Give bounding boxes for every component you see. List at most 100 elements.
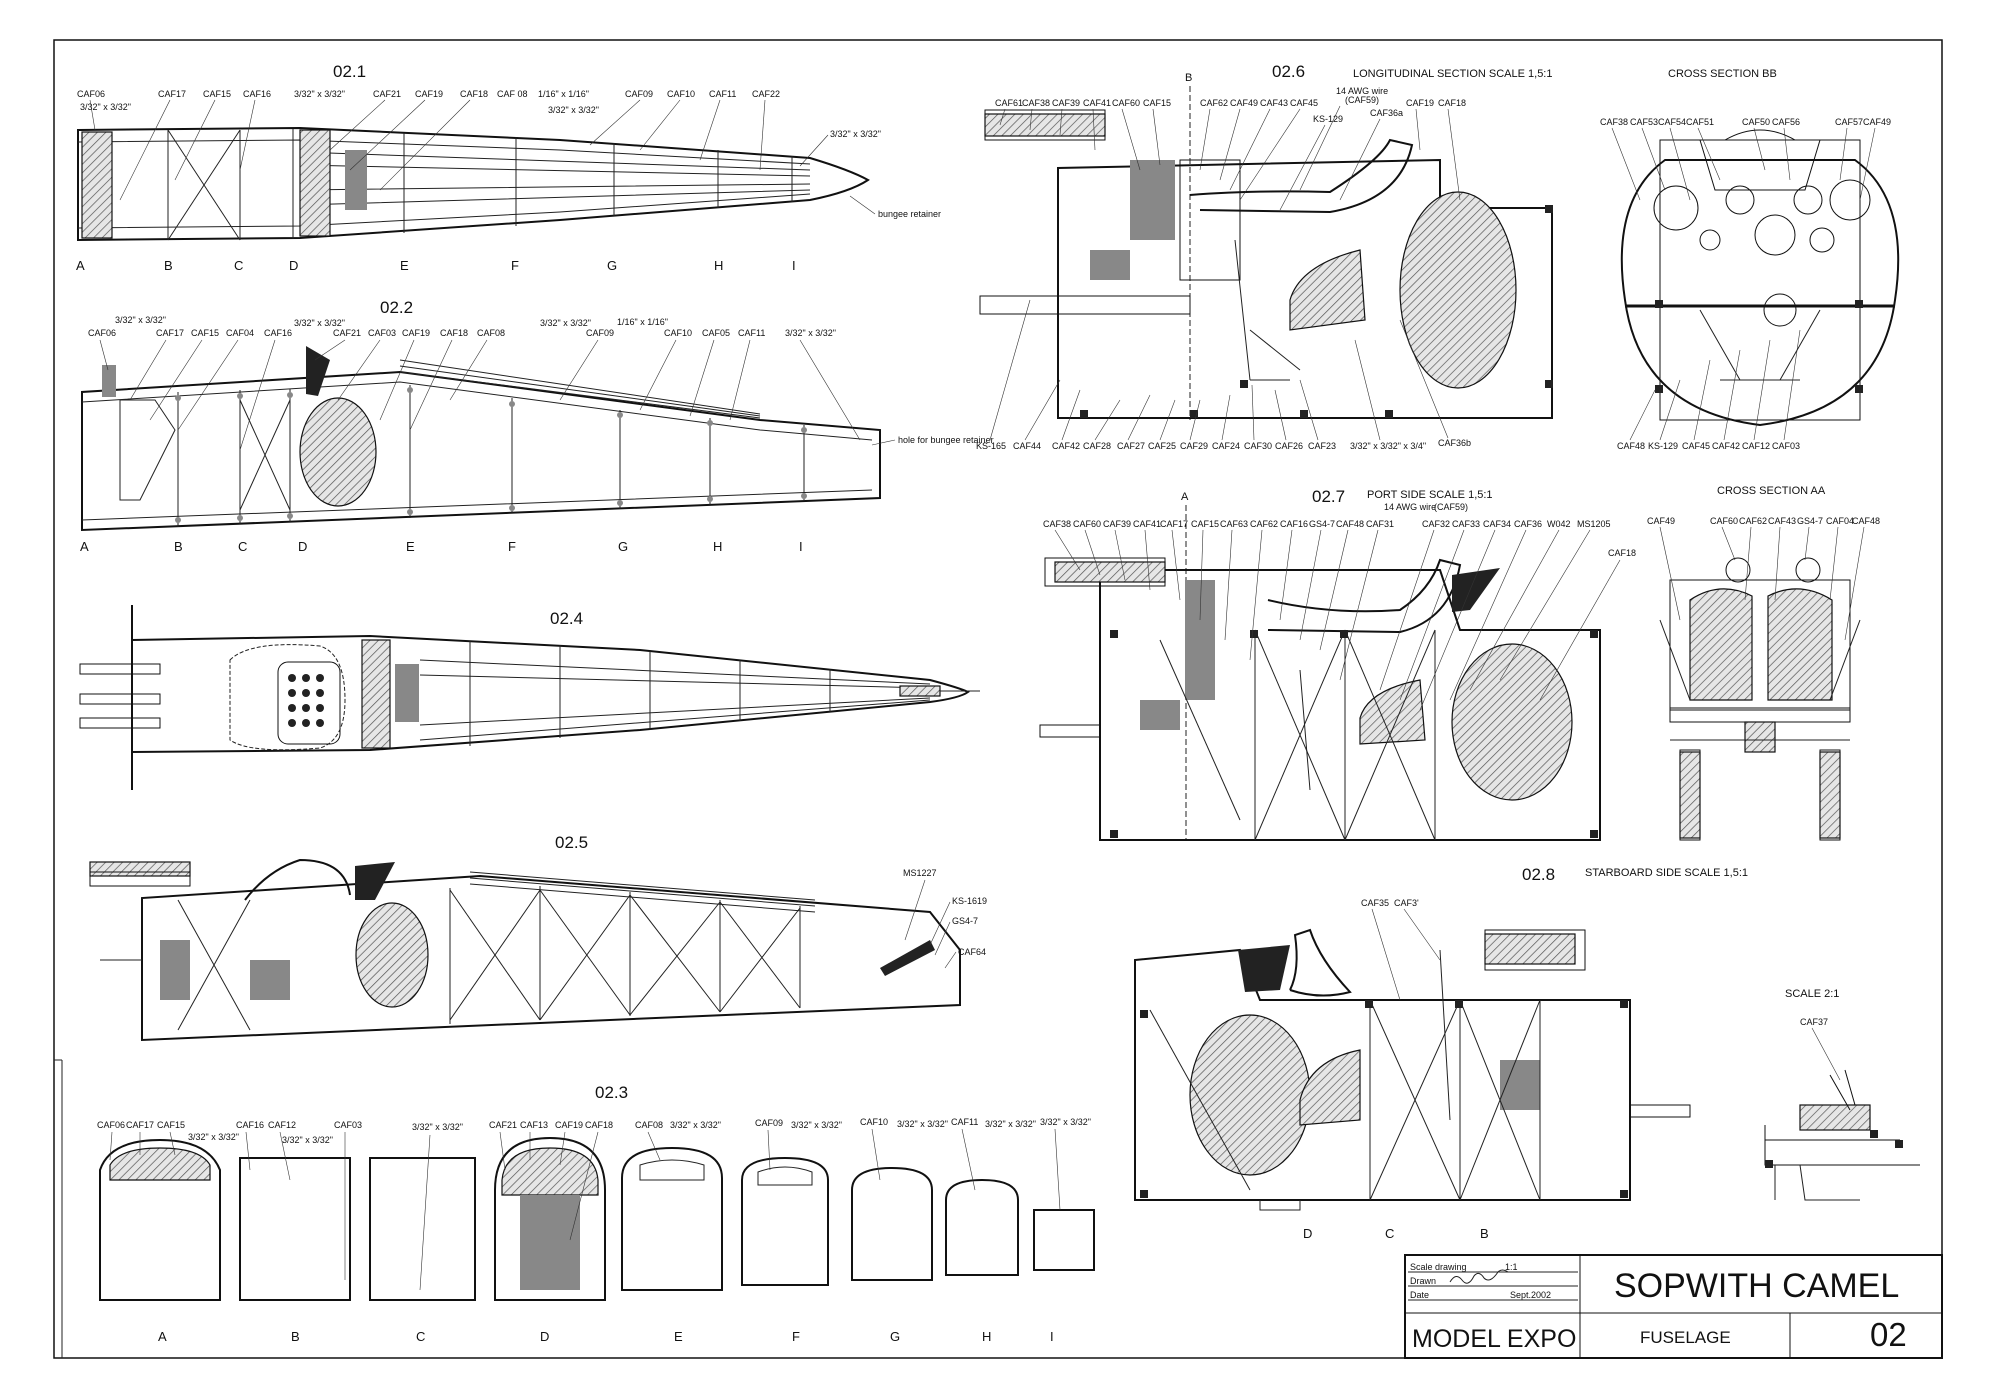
part-label: CAF18 (585, 1120, 613, 1130)
part-label: CAF50 (1742, 117, 1770, 127)
part-label: CAF35 (1361, 898, 1389, 908)
part-label: CAF57 (1835, 117, 1863, 127)
view-title: 02.8 (1522, 865, 1555, 884)
view-02-8: 02.8 STARBOARD SIDE SCALE 1,5:1 CAF35 CA… (1134, 865, 1748, 1241)
part-label: CAF19 (1406, 98, 1434, 108)
part-label: CAF15 (1191, 519, 1219, 529)
wire-label: 14 AWG wire (1384, 502, 1436, 512)
station-label: D (289, 258, 298, 273)
view-title: 02.5 (555, 833, 588, 852)
part-label: KS-129 (1648, 441, 1678, 451)
section-marker: A (1181, 491, 1189, 503)
part-label: CAF03 (1772, 441, 1800, 451)
part-label: CAF62 (1250, 519, 1278, 529)
part-label: CAF06 (77, 89, 105, 99)
part-label: CAF49 (1863, 117, 1891, 127)
drawn-signature (1449, 1269, 1509, 1284)
part-label: CAF24 (1212, 441, 1240, 451)
part-label: 3/32" x 3/32" (294, 89, 345, 99)
part-label: CAF31 (1366, 519, 1394, 529)
view-02-7: 02.7 PORT SIDE SCALE 1,5:1 A CAF38 CAF60… (1039, 487, 1636, 841)
part-label: CAF36a (1370, 108, 1403, 118)
part-label: KS-129 (1313, 114, 1343, 124)
dimension-note: 3/32" x 3/32" (188, 1132, 239, 1142)
station-label: G (607, 258, 617, 273)
station-label: B (174, 539, 183, 554)
part-label: CAF62 (1200, 98, 1228, 108)
part-label: CAF18 (1438, 98, 1466, 108)
part-label: CAF16 (264, 328, 292, 338)
part-label: CAF45 (1290, 98, 1318, 108)
part-label: CAF61 (995, 98, 1023, 108)
part-label: CAF08 (635, 1120, 663, 1130)
view-02-1: 02.1 CAF06 CAF17 CAF15 CAF16 3/32" x 3/3… (76, 62, 941, 273)
part-label: CAF60 (1073, 519, 1101, 529)
station-label: F (508, 539, 516, 554)
view-02-2: 02.2 CAF06 CAF17 CAF15 CAF04 CAF16 CAF21 (80, 298, 994, 554)
wire-label: 14 AWG wire (1336, 86, 1388, 96)
section-marker: B (1185, 72, 1192, 84)
part-label: CAF11 (738, 328, 765, 338)
part-label: CAF21 (333, 328, 361, 338)
view-title: CROSS SECTION BB (1668, 68, 1777, 80)
view-02-4: 02.4 (79, 605, 980, 790)
part-label: CAF09 (586, 328, 614, 338)
part-label: CAF10 (664, 328, 692, 338)
dimension-note: 3/32" x 3/32" (294, 318, 345, 328)
part-label: CAF42 (1712, 441, 1740, 451)
part-label: CAF18 (440, 328, 468, 338)
part-label: CAF06 (97, 1120, 125, 1130)
part-label: CAF44 (1013, 441, 1041, 451)
view-title: CROSS SECTION AA (1717, 485, 1826, 497)
part-label: CAF49 (1647, 516, 1675, 526)
view-title: SCALE 2:1 (1785, 988, 1839, 1000)
company-name: MODEL EXPO (1412, 1325, 1576, 1353)
date-value: Sept.2002 (1510, 1290, 1551, 1300)
wire-ref: (CAF59) (1434, 502, 1468, 512)
drawn-label: Drawn (1410, 1276, 1436, 1286)
view-02-6: 02.6 LONGITUDINAL SECTION SCALE 1,5:1 B … (976, 62, 1553, 451)
dimension-note: 3/32" x 3/32" (785, 328, 836, 338)
part-label: CAF17 (1160, 519, 1188, 529)
view-title: 02.1 (333, 62, 366, 81)
part-label: CAF25 (1148, 441, 1176, 451)
title-block: Scale drawing 1:1 Drawn Date Sept.2002 M… (1404, 1254, 1943, 1359)
station-label: F (792, 1329, 800, 1344)
dimension-note: 3/32" x 3/32" (548, 105, 599, 115)
part-label: W042 (1547, 519, 1571, 529)
part-label: GS4-7 (952, 916, 978, 926)
part-label: MS1227 (903, 868, 937, 878)
part-label: KS-165 (976, 441, 1006, 451)
part-label: CAF15 (1143, 98, 1171, 108)
part-label: CAF15 (191, 328, 219, 338)
dimension-note: 3/32" x 3/32" x 3/4" (1350, 441, 1426, 451)
dimension-note: 3/32" x 3/32" (80, 102, 131, 112)
station-label: I (792, 258, 796, 273)
part-label: CAF27 (1117, 441, 1145, 451)
part-label: CAF62 (1739, 516, 1767, 526)
station-label: G (890, 1329, 900, 1344)
part-label: CAF42 (1052, 441, 1080, 451)
part-label: CAF54 (1658, 117, 1686, 127)
part-label: CAF11 (951, 1117, 978, 1127)
station-label: E (406, 539, 415, 554)
view-title: 02.4 (550, 609, 583, 628)
part-label: CAF04 (226, 328, 254, 338)
part-label: CAF18 (1608, 548, 1636, 558)
station-label: C (238, 539, 247, 554)
part-label: MS1205 (1577, 519, 1611, 529)
station-label: A (158, 1329, 167, 1344)
part-label: GS4-7 (1309, 519, 1335, 529)
part-label: CAF19 (415, 89, 443, 99)
part-label: CAF48 (1617, 441, 1645, 451)
part-label: CAF17 (156, 328, 184, 338)
part-label: CAF21 (489, 1120, 517, 1130)
station-label: B (164, 258, 173, 273)
part-label: CAF32 (1422, 519, 1450, 529)
part-label: CAF06 (88, 328, 116, 338)
dimension-note: 3/32" x 3/32" (115, 315, 166, 325)
part-label: KS-1619 (952, 896, 987, 906)
dimension-note: 3/32" x 3/32" (791, 1120, 842, 1130)
view-02-5: 02.5 MS1227 KS-1619 GS4-7 CAF64 (89, 833, 987, 1042)
